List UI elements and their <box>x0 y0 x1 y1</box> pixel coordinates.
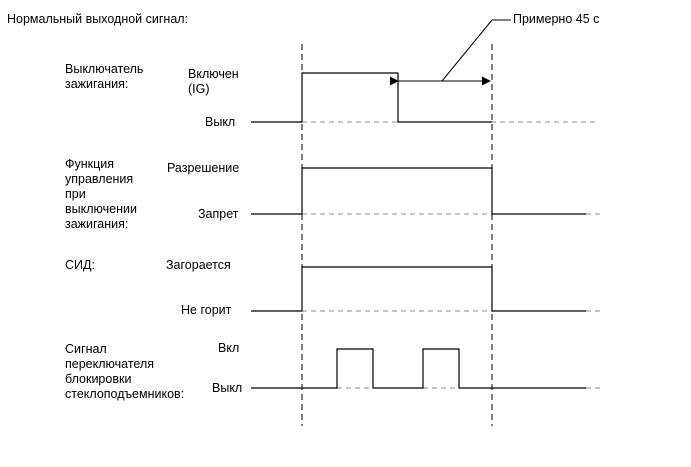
signal-high-label-lock-switch: Вкл <box>218 341 240 355</box>
signal-low-label-led: Не горит <box>181 303 232 317</box>
signal-name-control: Функция управления при выключении зажига… <box>65 157 137 231</box>
duration-note: Примерно 45 с <box>513 12 600 26</box>
signal-name-lock-switch: Сигнал переключателя блокировки стеклопо… <box>65 342 185 401</box>
signal-low-label-ignition: Выкл <box>205 115 236 129</box>
waveform-ignition <box>251 72 492 123</box>
signal-name-ignition: Выключатель зажигания: <box>65 62 144 91</box>
signal-low-label-lock-switch: Выкл <box>212 381 243 395</box>
signal-low-label-control: Запрет <box>198 207 239 221</box>
signal-high-label-led: Загорается <box>166 258 231 272</box>
signal-high-label-control: Разрешение <box>167 161 240 175</box>
duration-leader <box>441 19 511 82</box>
diagram-title: Нормальный выходной сигнал: <box>7 12 189 26</box>
waveform-led <box>251 266 586 312</box>
signal-high-label-ignition: Включен (IG) <box>188 67 239 96</box>
waveform-lock-switch <box>251 348 586 389</box>
signal-name-led: СИД: <box>65 258 95 272</box>
waveform-control <box>251 167 586 215</box>
